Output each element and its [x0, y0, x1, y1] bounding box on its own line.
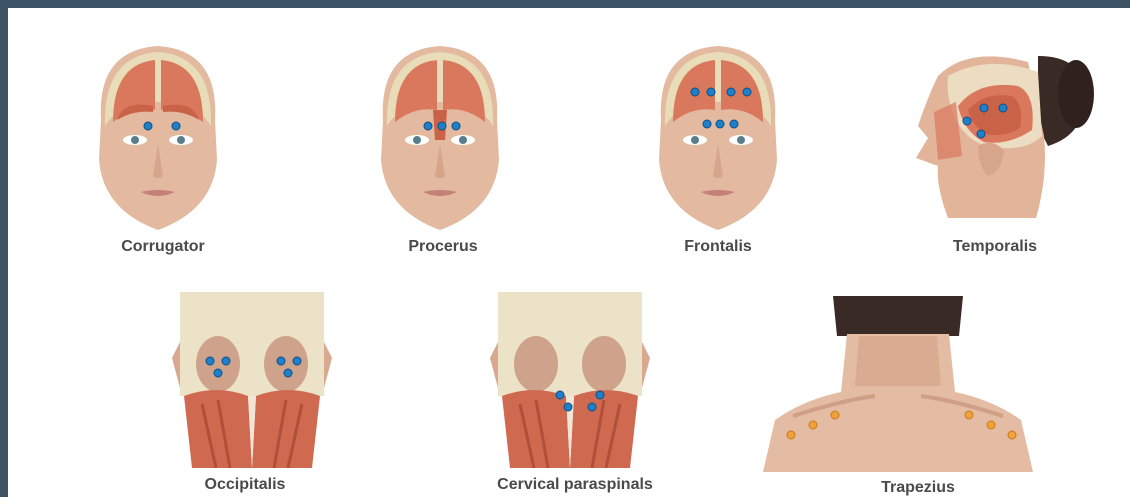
diagram-panel: Corrugator Procerus	[8, 8, 1130, 497]
temporalis-head-side-illustration	[908, 46, 1098, 218]
cervical-paraspinals-label: Cervical paraspinals	[485, 476, 665, 494]
injection-point	[596, 391, 604, 399]
injection-point	[222, 357, 230, 365]
injection-point	[284, 369, 292, 377]
face-drawing	[659, 46, 777, 230]
injection-point	[730, 120, 738, 128]
injection-point	[963, 117, 971, 125]
shoulders-drawing	[763, 296, 1033, 472]
injection-point	[214, 369, 222, 377]
trapezius-label: Trapezius	[853, 479, 983, 497]
corrugator-face-illustration	[83, 40, 233, 232]
injection-point	[277, 357, 285, 365]
temporalis-label: Temporalis	[930, 238, 1060, 256]
injection-point	[707, 88, 715, 96]
injection-point	[172, 122, 180, 130]
head-back-drawing	[490, 292, 650, 468]
procerus-face-illustration	[365, 40, 515, 232]
injection-point	[809, 421, 817, 429]
injection-point	[999, 104, 1007, 112]
injection-point	[564, 403, 572, 411]
head-back-drawing	[172, 292, 332, 468]
trapezius-shoulders-illustration	[763, 296, 1033, 472]
injection-point	[691, 88, 699, 96]
injection-point	[977, 130, 985, 138]
injection-point	[556, 391, 564, 399]
injection-point	[965, 411, 973, 419]
injection-point	[1008, 431, 1016, 439]
frontalis-face-illustration	[643, 40, 793, 232]
injection-point	[831, 411, 839, 419]
injection-point	[144, 122, 152, 130]
cervical-paraspinals-head-back-illustration	[490, 292, 650, 468]
face-drawing	[99, 46, 217, 230]
corrugator-label: Corrugator	[98, 238, 228, 256]
injection-point	[703, 120, 711, 128]
occipitalis-head-back-illustration	[172, 292, 332, 468]
head-side-drawing	[916, 56, 1094, 218]
injection-point	[980, 104, 988, 112]
procerus-label: Procerus	[378, 238, 508, 256]
frontalis-label: Frontalis	[653, 238, 783, 256]
injection-point	[206, 357, 214, 365]
injection-point	[588, 403, 596, 411]
injection-point	[716, 120, 724, 128]
occipitalis-label: Occipitalis	[180, 476, 310, 494]
injection-point	[293, 357, 301, 365]
injection-point	[452, 122, 460, 130]
injection-point	[743, 88, 751, 96]
injection-point	[727, 88, 735, 96]
injection-point	[987, 421, 995, 429]
injection-point	[424, 122, 432, 130]
injection-point	[787, 431, 795, 439]
face-drawing	[381, 46, 499, 230]
injection-point	[438, 122, 446, 130]
